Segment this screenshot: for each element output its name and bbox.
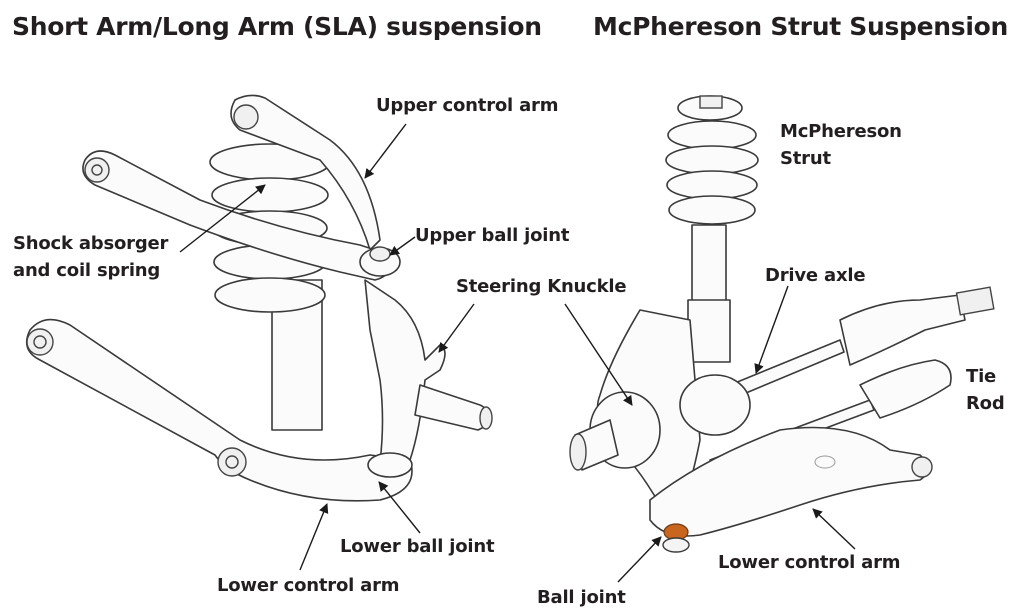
label-lower-control-arm-strut: Lower control arm xyxy=(718,552,901,573)
strut-drive-axle xyxy=(729,339,845,399)
strut-lower-control-arm xyxy=(649,426,929,537)
leader-drive-axle xyxy=(754,285,789,374)
leader-lower-ball-joint xyxy=(378,481,421,534)
label-steering-knuckle: Steering Knuckle xyxy=(456,276,627,297)
leader-lower-control-arm-sla xyxy=(299,503,329,571)
leader-lines xyxy=(179,123,856,583)
sla-assembly xyxy=(25,94,493,502)
label-lower-control-arm-sla: Lower control arm xyxy=(217,575,400,596)
strut-title: McPhereson Strut Suspension xyxy=(593,12,1009,41)
leader-shock xyxy=(179,184,266,253)
label-tie-line1: Tie xyxy=(966,366,997,387)
strut-coil-spring xyxy=(665,120,759,225)
label-upper-ball-joint: Upper ball joint xyxy=(415,225,570,246)
label-shock-line2: and coil spring xyxy=(13,260,161,281)
leader-upper-control-arm xyxy=(364,123,407,179)
label-shock-line1: Shock absorger xyxy=(13,233,169,254)
label-strut-line1: McPhereson xyxy=(780,121,902,142)
sla-lower-control-arm xyxy=(25,318,413,502)
leader-steering-knuckle-sla xyxy=(438,303,475,353)
label-ball-joint: Ball joint xyxy=(537,587,626,608)
label-upper-control-arm: Upper control arm xyxy=(376,95,559,116)
strut-assembly xyxy=(569,95,995,553)
sla-steering-knuckle xyxy=(364,279,446,463)
label-drive-axle: Drive axle xyxy=(765,265,866,286)
label-tie-line2: Rod xyxy=(966,393,1005,414)
leader-steering-knuckle-strut xyxy=(564,303,633,406)
leader-ball-joint xyxy=(617,536,662,583)
leader-lower-control-arm-strut xyxy=(812,508,856,550)
label-lower-ball-joint: Lower ball joint xyxy=(340,536,495,557)
leader-upper-ball-joint xyxy=(389,236,416,256)
label-strut-line2: Strut xyxy=(780,148,831,169)
strut-body xyxy=(691,224,727,306)
sla-title: Short Arm/Long Arm (SLA) suspension xyxy=(12,12,542,41)
